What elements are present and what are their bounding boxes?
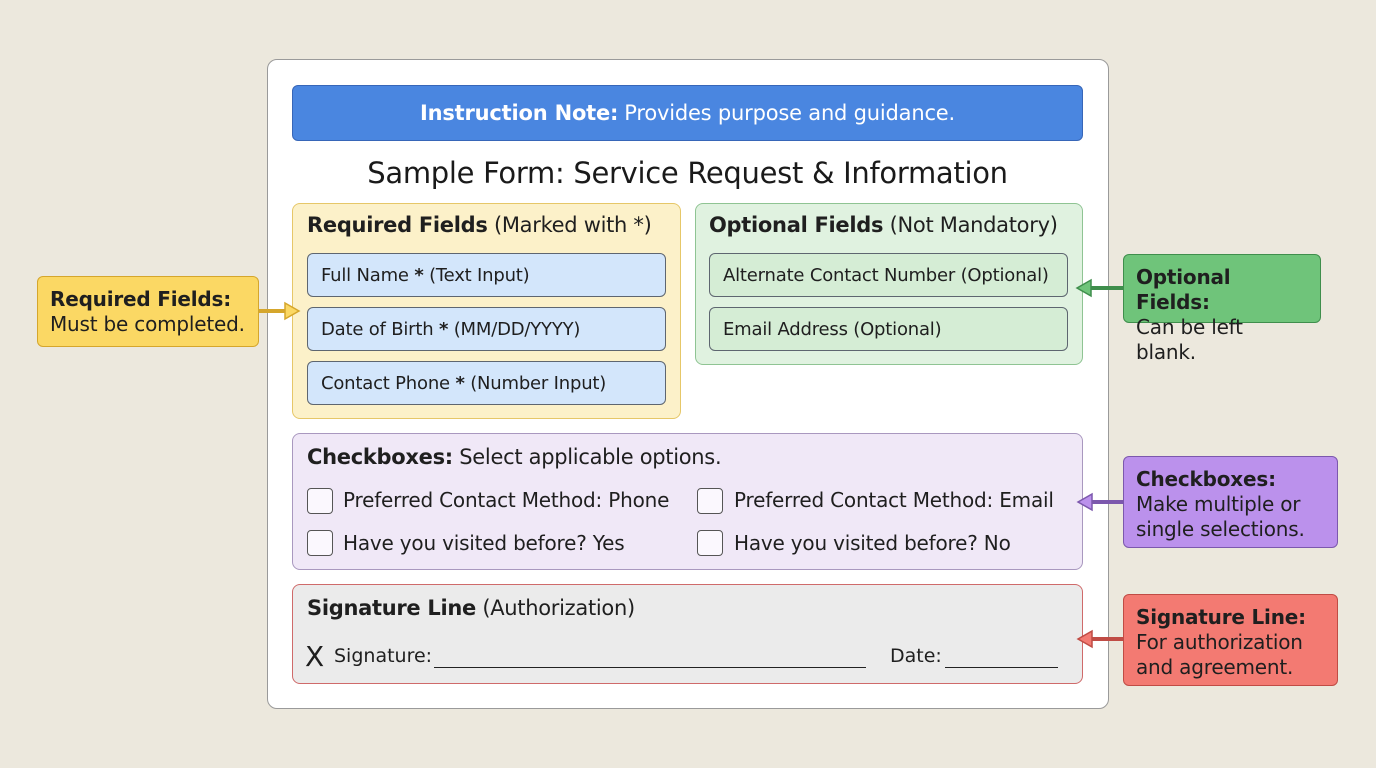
- callout-signature-bold: Signature Line:: [1136, 605, 1306, 629]
- checkbox-visited-no[interactable]: [697, 530, 723, 556]
- checkbox-label-contact-email: Preferred Contact Method: Email: [734, 488, 1054, 512]
- checkboxes-title-rest: Select applicable options.: [459, 445, 722, 469]
- date-label: Date:: [890, 645, 942, 667]
- callout-optional-fields: Optional Fields: Can be left blank.: [1123, 254, 1321, 364]
- checkbox-contact-email[interactable]: [697, 488, 723, 514]
- field-label: Full Name: [321, 264, 409, 286]
- checkbox-label-visited-no: Have you visited before? No: [734, 531, 1011, 555]
- field-label: Contact Phone: [321, 372, 450, 394]
- callout-checkboxes: Checkboxes: Make multiple or single sele…: [1123, 456, 1338, 548]
- instruction-label: Instruction Note:: [419, 101, 619, 125]
- required-fields-title-bold: Required Fields: [307, 213, 488, 237]
- alternate-contact-number-field[interactable]: Alternate Contact Number (Optional): [709, 253, 1068, 297]
- callout-checkboxes-bold: Checkboxes:: [1136, 467, 1276, 491]
- date-of-birth-field[interactable]: Date of Birth * (MM/DD/YYYY): [307, 307, 666, 351]
- required-marker: *: [438, 318, 449, 340]
- signature-title-rest: (Authorization): [482, 596, 635, 620]
- signature-title-bold: Signature Line: [307, 596, 476, 620]
- full-name-field[interactable]: Full Name * (Text Input): [307, 253, 666, 297]
- instruction-text: Provides purpose and guidance.: [624, 101, 955, 125]
- callout-signature-line: Signature Line: For authorization and ag…: [1123, 594, 1338, 686]
- instruction-note-banner: Instruction Note: Provides purpose and g…: [292, 85, 1083, 141]
- signature-line[interactable]: [434, 648, 866, 668]
- required-marker: *: [455, 372, 465, 394]
- checkboxes-title-bold: Checkboxes:: [307, 445, 453, 469]
- signature-label: Signature:: [334, 645, 433, 667]
- field-label: Email Address (Optional): [723, 318, 942, 340]
- checkboxes-title: Checkboxes: Select applicable options.: [307, 445, 722, 469]
- signature-x-mark: X: [305, 640, 325, 673]
- callout-optional-text: Can be left blank.: [1136, 315, 1243, 364]
- required-marker: *: [414, 264, 424, 286]
- optional-fields-title-rest: (Not Mandatory): [889, 213, 1058, 237]
- callout-optional-bold: Optional Fields:: [1136, 265, 1231, 314]
- optional-fields-title: Optional Fields (Not Mandatory): [709, 213, 1058, 237]
- field-hint: (Number Input): [470, 372, 607, 394]
- signature-title: Signature Line (Authorization): [307, 596, 635, 620]
- contact-phone-field[interactable]: Contact Phone * (Number Input): [307, 361, 666, 405]
- field-hint: (Text Input): [429, 264, 530, 286]
- required-fields-title: Required Fields (Marked with *): [307, 213, 652, 237]
- checkbox-visited-yes[interactable]: [307, 530, 333, 556]
- callout-checkboxes-text: Make multiple or single selections.: [1136, 492, 1305, 541]
- field-label: Date of Birth: [321, 318, 434, 340]
- field-label: Alternate Contact Number (Optional): [723, 264, 1049, 286]
- callout-required-bold: Required Fields:: [50, 287, 232, 311]
- checkbox-label-visited-yes: Have you visited before? Yes: [343, 531, 625, 555]
- optional-fields-title-bold: Optional Fields: [709, 213, 884, 237]
- callout-required-text: Must be completed.: [50, 312, 245, 336]
- form-title: Sample Form: Service Request & Informati…: [367, 156, 1008, 190]
- checkboxes-panel: [292, 433, 1083, 570]
- email-address-field[interactable]: Email Address (Optional): [709, 307, 1068, 351]
- checkbox-label-contact-phone: Preferred Contact Method: Phone: [343, 488, 670, 512]
- field-hint: (MM/DD/YYYY): [453, 318, 581, 340]
- callout-signature-text: For authorization and agreement.: [1136, 630, 1303, 679]
- callout-required-fields: Required Fields: Must be completed.: [37, 276, 259, 347]
- date-line[interactable]: [945, 648, 1058, 668]
- required-fields-title-rest: (Marked with *): [493, 213, 652, 237]
- checkbox-contact-phone[interactable]: [307, 488, 333, 514]
